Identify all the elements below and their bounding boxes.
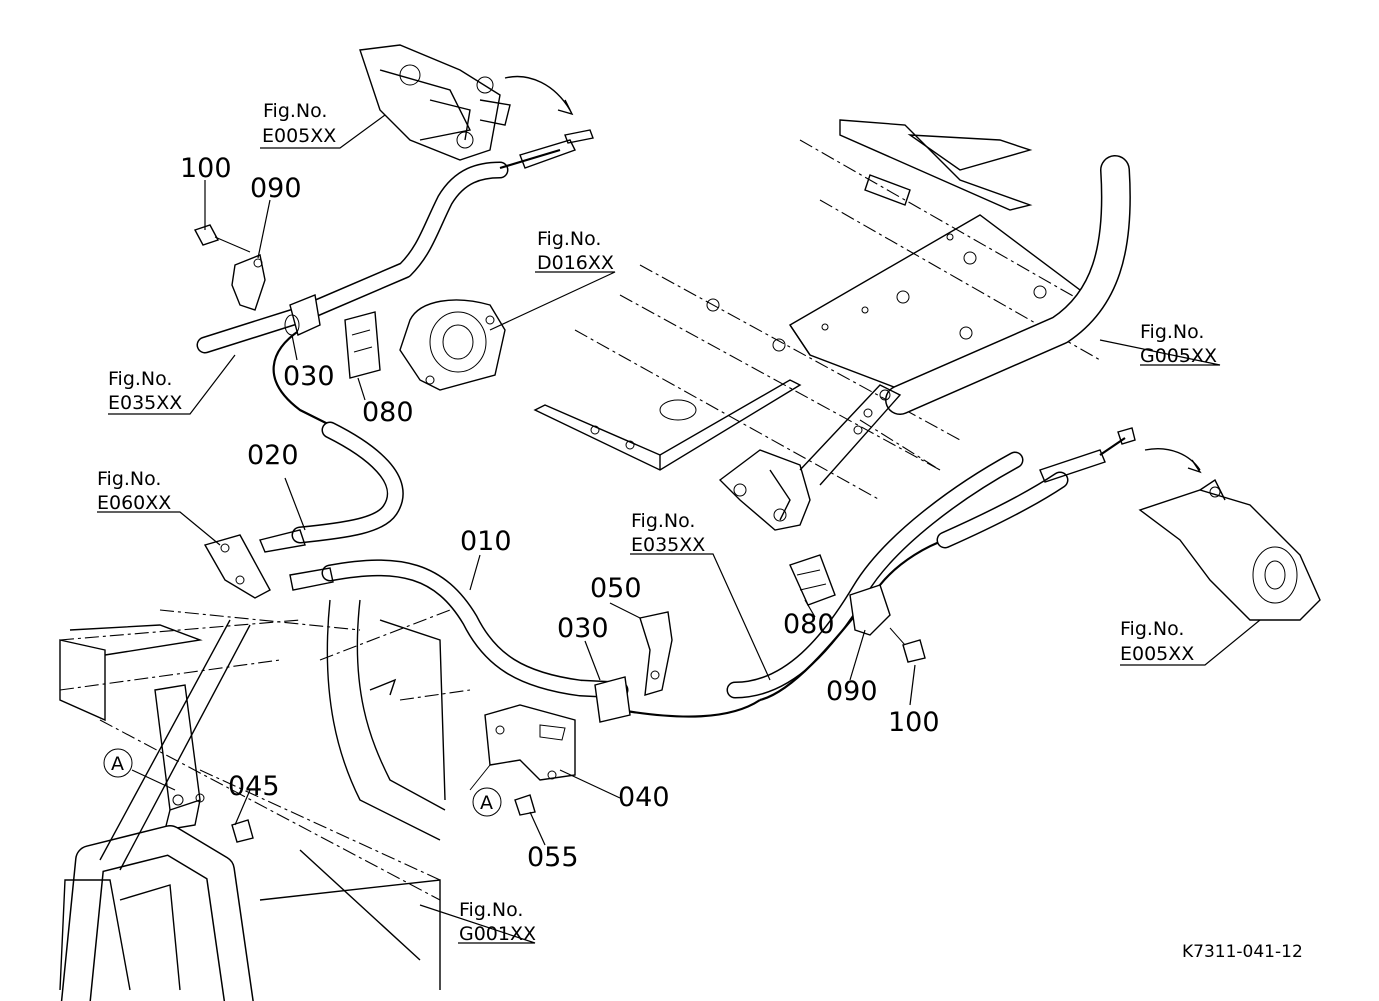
label-100-bottom: 100 bbox=[888, 707, 940, 738]
frame-assembly-top-right bbox=[533, 119, 1131, 531]
fig-label-e005-right: Fig.No. bbox=[1120, 618, 1184, 640]
drawing-number: K7311-041-12 bbox=[1182, 942, 1303, 962]
fig-ref-g005: G005XX bbox=[1140, 345, 1217, 367]
fig-ref-d016: D016XX bbox=[537, 252, 614, 274]
label-030-top: 030 bbox=[283, 361, 335, 392]
fig-ref-e005-right: E005XX bbox=[1120, 643, 1194, 665]
grommet-top bbox=[284, 294, 321, 336]
fig-ref-e035-left: E035XX bbox=[108, 392, 182, 414]
label-080-bottom: 080 bbox=[783, 609, 835, 640]
figure-reference-labels: Fig.No. E005XX Fig.No. D016XX Fig.No. E0… bbox=[97, 100, 1217, 945]
label-090-top: 090 bbox=[250, 173, 302, 204]
label-030-bottom: 030 bbox=[557, 613, 609, 644]
callout-marker-left: A bbox=[111, 753, 124, 775]
fig-label-e035-left: Fig.No. bbox=[108, 368, 172, 390]
label-100-top: 100 bbox=[180, 153, 232, 184]
label-020: 020 bbox=[247, 440, 299, 471]
cable-assembly bbox=[196, 129, 1136, 718]
fig-ref-e035-mid: E035XX bbox=[631, 534, 705, 556]
callout-circle-left bbox=[103, 748, 133, 778]
fig-label-e005-top: Fig.No. bbox=[263, 100, 327, 122]
label-080-top: 080 bbox=[362, 397, 414, 428]
bracket-080-bottom bbox=[789, 554, 836, 606]
fig-label-d016: Fig.No. bbox=[537, 228, 601, 250]
clamp-top bbox=[231, 254, 266, 311]
label-050: 050 bbox=[590, 573, 642, 604]
clamp-bottom bbox=[849, 584, 891, 636]
label-010: 010 bbox=[460, 526, 512, 557]
bolt-045 bbox=[231, 819, 254, 843]
fig-ref-g001: G001XX bbox=[459, 923, 536, 945]
label-045: 045 bbox=[228, 771, 280, 802]
housing-d016 bbox=[399, 299, 506, 391]
bolt-bottom bbox=[889, 627, 926, 663]
fig-label-g001: Fig.No. bbox=[459, 899, 523, 921]
callout-circle-bottom bbox=[472, 787, 502, 817]
bracket-040 bbox=[469, 704, 576, 791]
fig-ref-e005-top: E005XX bbox=[262, 125, 336, 147]
part-number-labels: 100 090 030 080 020 010 050 030 080 090 … bbox=[111, 153, 940, 873]
bolt-055 bbox=[514, 794, 536, 816]
grommet-bottom bbox=[594, 676, 631, 723]
fig-label-e035-mid: Fig.No. bbox=[631, 510, 695, 532]
label-040: 040 bbox=[618, 782, 670, 813]
frame-assembly-bottom-left bbox=[59, 599, 471, 1001]
brake-caliper-right bbox=[1138, 448, 1321, 621]
fig-ref-e060: E060XX bbox=[97, 492, 171, 514]
bracket-e060 bbox=[203, 534, 271, 599]
fig-label-e060: Fig.No. bbox=[97, 468, 161, 490]
fig-label-g005: Fig.No. bbox=[1140, 321, 1204, 343]
brake-caliper-top bbox=[359, 44, 574, 161]
label-055: 055 bbox=[527, 842, 579, 873]
bolt-top bbox=[193, 224, 251, 253]
clamp-050 bbox=[639, 611, 673, 696]
leader-lines bbox=[97, 114, 1261, 944]
label-090-bottom: 090 bbox=[826, 676, 878, 707]
bracket-080-top bbox=[344, 311, 381, 379]
callout-marker-bottom: A bbox=[480, 792, 493, 814]
